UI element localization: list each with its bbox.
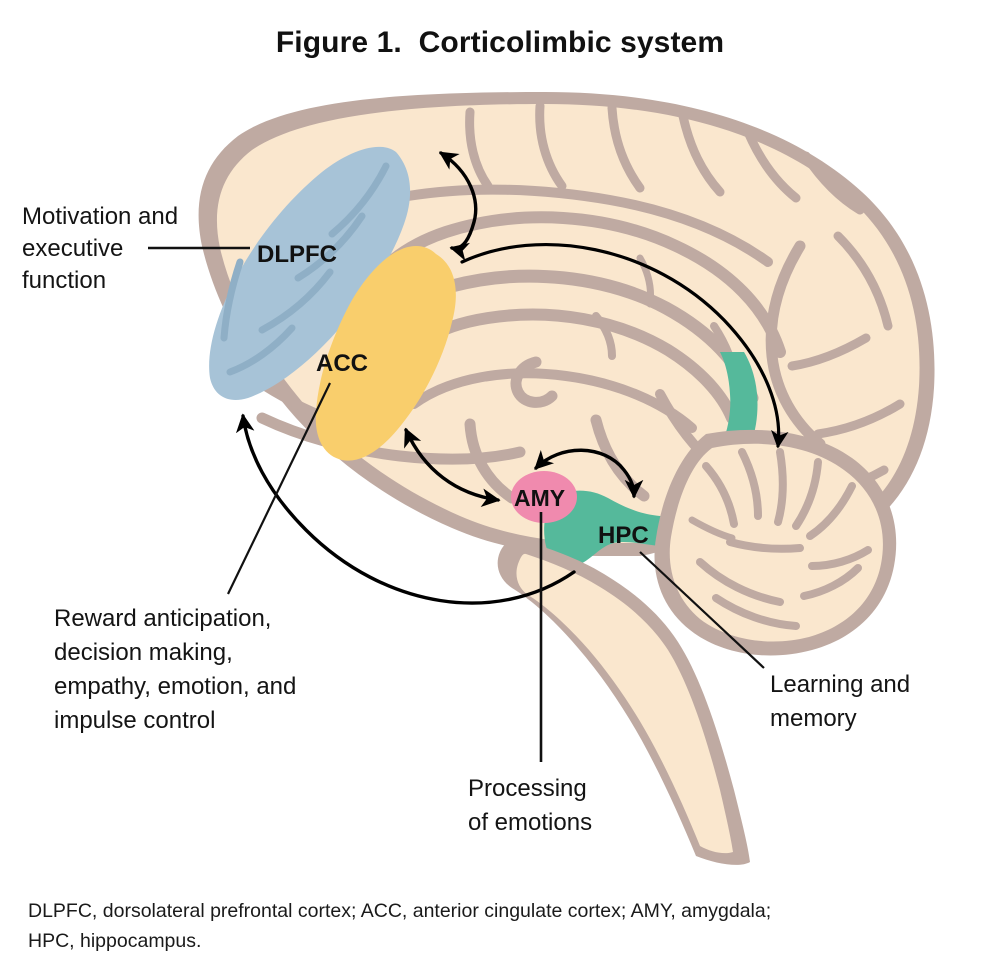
annotation-learning: Learning and memory (770, 671, 910, 732)
annotation-emotions: Processing of emotions (468, 775, 592, 836)
figure-title: Figure 1. Corticolimbic system (275, 26, 725, 59)
footnote-line-2: HPC, hippocampus. (28, 930, 202, 952)
leader-learning (639, 551, 765, 669)
dlpfc-label: DLPFC (257, 241, 337, 268)
arrow-amy-hpc (534, 448, 644, 499)
emotions-line1: Processing (468, 775, 587, 802)
reward-line4: impulse control (54, 707, 215, 734)
leader-lines (148, 246, 765, 762)
dlpfc-region (209, 146, 411, 400)
figure-footnote: DLPFC, dorsolateral prefrontal cortex; A… (28, 896, 958, 956)
learning-line1: Learning and (770, 671, 910, 698)
hpc-band (668, 352, 758, 521)
footnote-line-1: DLPFC, dorsolateral prefrontal cortex; A… (28, 900, 772, 922)
reward-line3: empathy, emotion, and (54, 673, 296, 700)
arrow-acc-hpc (460, 242, 789, 449)
motivation-line1: Motivation and (22, 203, 178, 230)
amy-label: AMY (514, 485, 565, 511)
cerebellum-group (654, 429, 897, 656)
reward-line2: decision making, (54, 639, 233, 666)
hpc-region (544, 352, 758, 567)
emotions-line2: of emotions (468, 809, 592, 836)
hpc-label: HPC (598, 522, 649, 549)
acc-label: ACC (316, 350, 368, 377)
acc-region (315, 246, 456, 461)
arrow-acc-amy (404, 427, 501, 507)
hpc-shape (544, 490, 728, 567)
annotation-reward: Reward anticipation, decision making, em… (54, 605, 296, 734)
connection-arrows (235, 151, 789, 605)
reward-line1: Reward anticipation, (54, 605, 271, 632)
learning-line2: memory (770, 705, 857, 732)
brainstem-group (497, 539, 750, 865)
arrow-hpc-dlpfc (235, 413, 576, 605)
annotation-motivation: Motivation and executive function (22, 203, 178, 294)
arrow-acc-dlpfc (438, 151, 478, 261)
acc-shape (315, 246, 456, 461)
motivation-line2: executive (22, 235, 123, 262)
motivation-line3: function (22, 267, 106, 294)
leader-reward (227, 382, 331, 595)
brainstem-fill (516, 553, 733, 854)
